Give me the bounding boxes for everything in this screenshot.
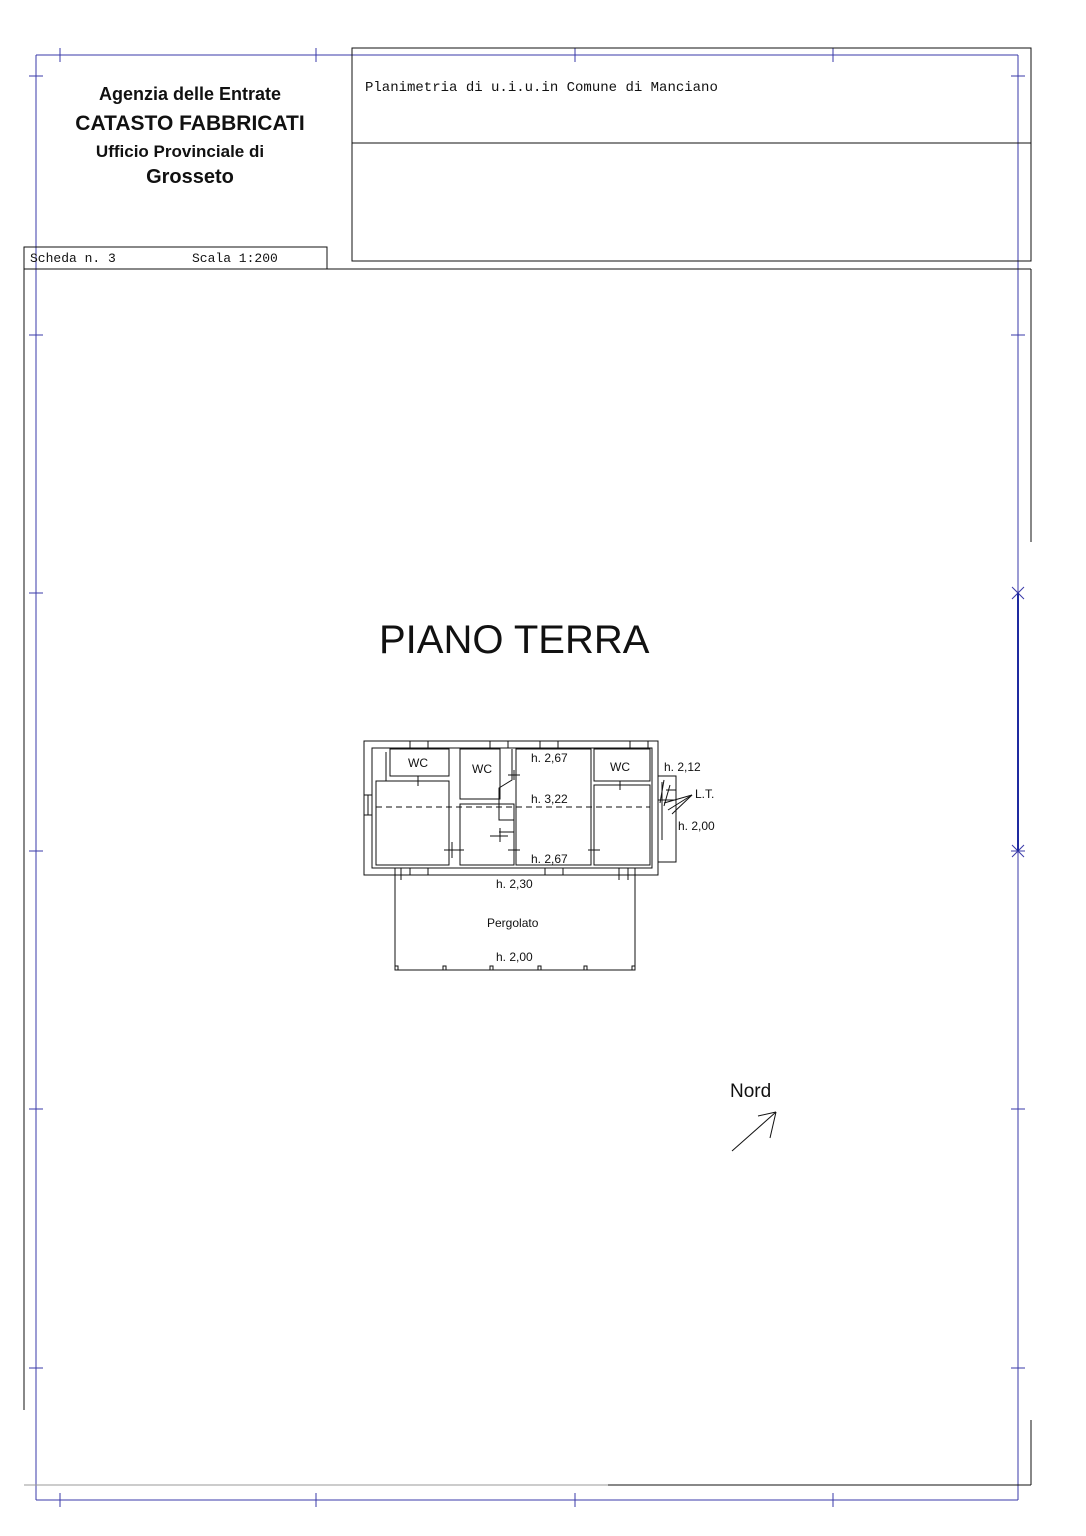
height-label: h. 2,67	[531, 852, 568, 866]
pergola-label: Pergolato	[487, 916, 539, 930]
floor-title: PIANO TERRA	[379, 618, 650, 662]
height-label: h. 2,00	[678, 819, 715, 833]
agency-name: Agenzia delle Entrate	[98, 84, 282, 104]
height-label: h. 2,00	[496, 950, 533, 964]
room-label-wc: WC	[610, 760, 630, 774]
room-label-wc: WC	[472, 762, 492, 776]
blue-frame	[29, 48, 1025, 1507]
plan-title: Planimetria di u.i.u.in Comune di Mancia…	[365, 80, 718, 96]
sheet-number: Scheda n. 3	[30, 251, 116, 266]
black-frame	[23, 47, 1032, 1486]
height-label: h. 2,67	[531, 751, 568, 765]
height-label: h. 3,22	[531, 792, 568, 806]
floor-plan	[363, 740, 693, 971]
room-label-wc: WC	[408, 756, 428, 770]
north-arrow-icon	[731, 1111, 777, 1152]
height-label: h. 2,12	[664, 760, 701, 774]
office-name: Ufficio Provinciale di	[95, 142, 265, 161]
height-label: h. 2,30	[496, 877, 533, 891]
office-city: Grosseto	[146, 166, 234, 188]
scale-label: Scala 1:200	[192, 251, 278, 266]
registry-name: CATASTO FABBRICATI	[75, 112, 305, 135]
lt-label: L.T.	[695, 787, 715, 801]
north-label: Nord	[730, 1081, 772, 1102]
